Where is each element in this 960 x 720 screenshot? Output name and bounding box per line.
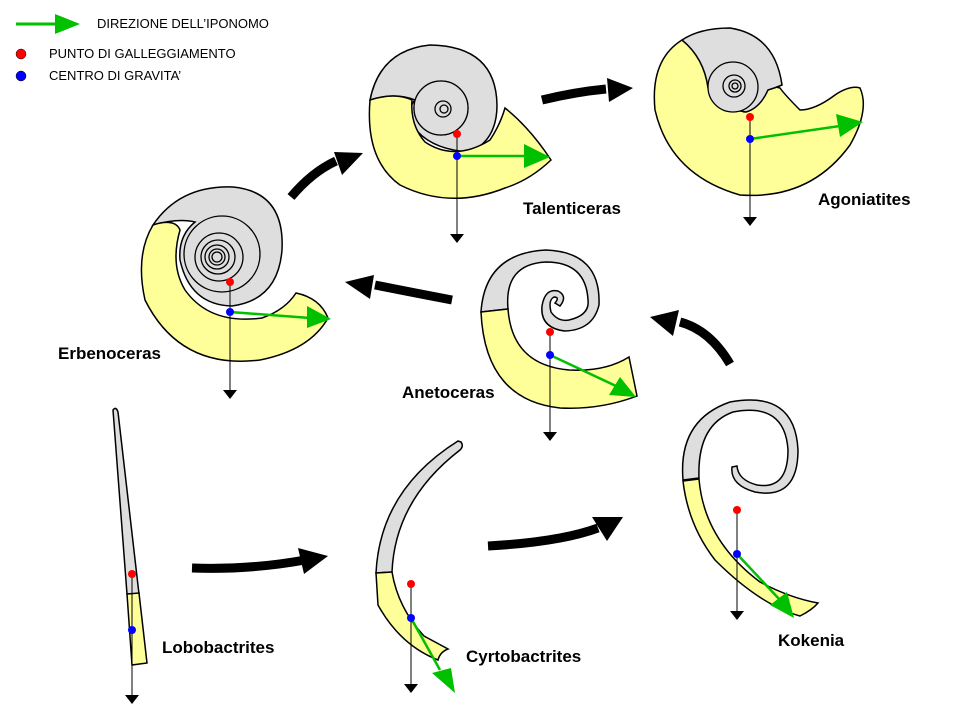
label-cyrtobactrites: Cyrtobactrites: [466, 647, 582, 666]
body-chamber: [368, 95, 552, 200]
hyponome-arrow-head-icon: [609, 377, 636, 397]
hyponome-vector: [736, 553, 781, 601]
hyponome-vector: [549, 353, 617, 388]
inner-whorls: [183, 215, 261, 293]
specimen-cyrtobactrites: [375, 440, 464, 693]
specimen-agoniatites: [653, 27, 865, 226]
hyponome-arrow-head-icon: [524, 144, 550, 168]
buoyancy-point: [546, 328, 554, 336]
label-anetoceras: Anetoceras: [402, 383, 495, 402]
hyponome-vector: [749, 124, 841, 141]
gravity-arrow-head-icon: [404, 684, 418, 693]
arrow-cyrtobactrites-to-kokenia: [487, 523, 600, 551]
body-chamber: [375, 571, 450, 662]
specimen-lobobactrites: [112, 407, 148, 704]
legend-gravity-label: CENTRO DI GRAVITA’: [49, 68, 182, 83]
hyponome-vector: [229, 310, 311, 320]
arrow-talenticeras-to-agoniatites: [540, 84, 607, 105]
label-erbenoceras: Erbenoceras: [58, 344, 161, 363]
inner-whorl-overlay: [413, 80, 469, 136]
label-agoniatites: Agoniatites: [818, 190, 911, 209]
gravity-arrow-head-icon: [223, 390, 237, 399]
buoyancy-point: [407, 580, 415, 588]
body-chamber: [682, 478, 820, 617]
phragmocone: [151, 186, 283, 307]
legend-buoyancy-label: PUNTO DI GALLEGGIAMENTO: [49, 46, 236, 61]
arrow-kokenia-to-anetoceras: [678, 317, 734, 367]
gravity-arrow-head-icon: [743, 217, 757, 226]
arrow-head-5: [334, 152, 363, 175]
gravity-point: [128, 626, 136, 634]
gravity-point: [407, 614, 415, 622]
label-talenticeras: Talenticeras: [523, 199, 621, 218]
body-chamber: [480, 308, 638, 409]
arrow-head-3: [650, 310, 679, 336]
spiral-center: [722, 74, 746, 98]
gravity-arrow-head-icon: [450, 234, 464, 243]
gravity-point: [453, 152, 461, 160]
gravity-arrow-head-icon: [730, 611, 744, 620]
buoyancy-point: [746, 113, 754, 121]
arrow-head-6: [607, 78, 633, 102]
phragmocone: [681, 399, 799, 494]
gravity-arrow-head-icon: [543, 432, 557, 441]
evolution-arrows: [191, 78, 734, 574]
buoyancy-point: [453, 130, 461, 138]
gravity-arrow-head-icon: [125, 695, 139, 704]
phragmocone: [375, 440, 464, 574]
arrow-anetoceras-to-erbenoceras: [374, 280, 453, 305]
arrow-head-4: [345, 275, 374, 299]
legend-gravity-dot-icon: [15, 70, 27, 82]
arrow-erbenoceras-to-talenticeras: [287, 156, 338, 200]
phragmocone: [112, 407, 140, 595]
arrow-head-1: [298, 548, 328, 574]
label-lobobactrites: Lobobactrites: [162, 638, 275, 657]
buoyancy-point: [128, 570, 136, 578]
gravity-point: [746, 135, 754, 143]
gravity-point: [733, 550, 741, 558]
hyponome-vector: [409, 617, 442, 671]
legend-buoyancy-dot-icon: [15, 48, 27, 60]
buoyancy-point: [226, 278, 234, 286]
legend: [15, 14, 80, 82]
hyponome-arrow-head-icon: [770, 592, 794, 618]
phragmocone: [480, 249, 600, 332]
specimen-kokenia: [681, 399, 820, 620]
inner-whorl: [707, 61, 759, 113]
specimen-talenticeras: [368, 44, 552, 243]
body-chamber: [140, 221, 329, 362]
legend-hyponome-arrow-icon: [16, 14, 80, 34]
buoyancy-point: [733, 506, 741, 514]
specimen-anetoceras: [480, 249, 638, 441]
arrow-head-2: [592, 517, 623, 541]
gravity-point: [546, 351, 554, 359]
hyponome-arrow-head-icon: [432, 668, 455, 693]
arrow-lobobactrites-to-cyrtobactrites: [191, 555, 306, 573]
hyponome-arrow-head-icon: [836, 114, 863, 137]
legend-hyponome-label: DIREZIONE DELL’IPONOMO: [97, 16, 269, 31]
spiral-center-overlay: [434, 100, 452, 118]
specimen-erbenoceras: [140, 186, 331, 399]
hyponome-arrow-head-icon: [307, 306, 331, 328]
gravity-point: [226, 308, 234, 316]
label-kokenia: Kokenia: [778, 631, 845, 650]
